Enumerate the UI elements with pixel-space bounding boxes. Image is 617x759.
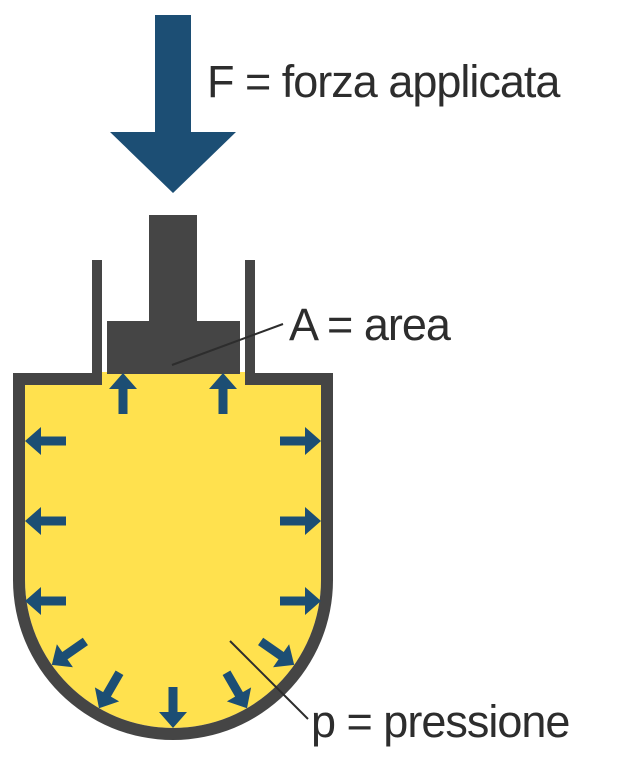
area-label: A = area [289, 299, 452, 350]
container-left-wall [13, 373, 25, 581]
area-leader-line [171, 323, 284, 366]
container-right-wall [321, 373, 333, 581]
sleeve-right-wall [245, 260, 255, 382]
pressure-label: p = pressione [311, 696, 569, 747]
piston [107, 215, 240, 374]
container-right-shoulder [245, 373, 333, 385]
container [13, 260, 333, 740]
fluid [25, 372, 321, 728]
piston-rod [149, 215, 197, 322]
pressure-leader-line [229, 640, 309, 720]
applied-force-arrow-icon [110, 15, 236, 193]
sleeve-left-wall [92, 260, 102, 382]
force-label: F = forza applicata [207, 56, 561, 107]
container-left-shoulder [13, 373, 102, 385]
